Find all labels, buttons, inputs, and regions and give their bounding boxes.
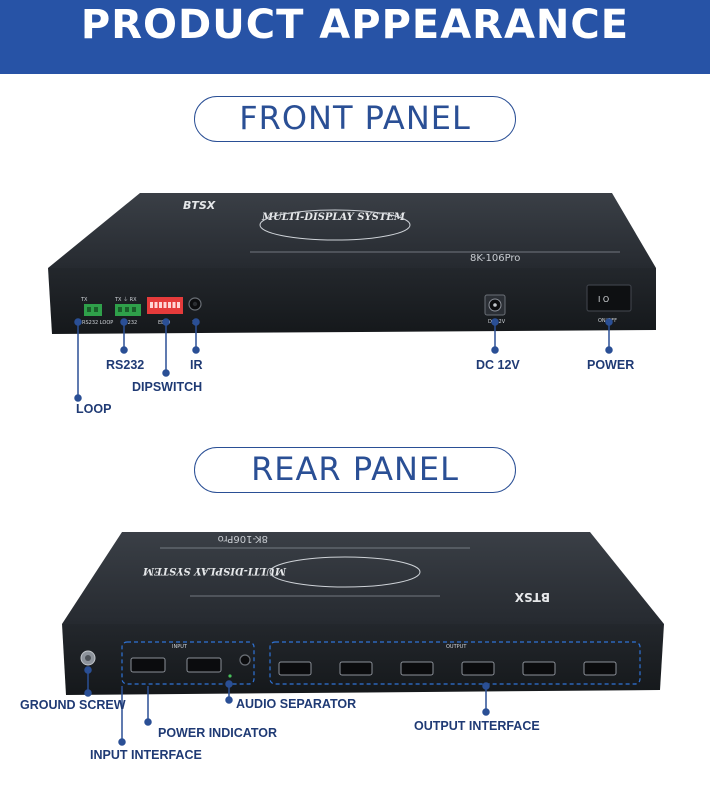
hdmi-output-2 (339, 661, 373, 676)
front-device: BTSX MULTI-DISPLAY SYSTEM 8K-106Pro TX R… (48, 193, 656, 334)
rs232-port-label: RS232 (121, 320, 137, 326)
callout-ir: IR (190, 358, 203, 372)
rear-device: 8K-106Pro MULTI-DISPLAY SYSTEM BTSX INPU… (62, 532, 664, 695)
svg-text:TX: TX (80, 297, 88, 303)
rear-panel-heading: REAR PANEL (194, 447, 516, 493)
callout-rs232: RS232 (106, 358, 145, 372)
rs232-loop-port-label: RS232 LOOP (82, 320, 113, 326)
input-group-label: INPUT (172, 644, 188, 650)
callout-loop: LOOP (76, 402, 112, 416)
power-switch (586, 284, 632, 312)
callout-power: POWER (587, 358, 635, 372)
front-logo-text: MULTI-DISPLAY SYSTEM (261, 212, 406, 223)
hdmi-output-5 (522, 661, 556, 676)
hdmi-output-6 (583, 661, 617, 676)
svg-text:I O: I O (598, 295, 609, 304)
front-device-face (48, 268, 656, 334)
callout-dc12v: DC 12V (476, 358, 520, 372)
callout-output-interface: OUTPUT INTERFACE (414, 719, 540, 733)
rear-device-top (62, 532, 664, 624)
front-device-top (48, 193, 656, 268)
power-indicator-led (228, 674, 232, 678)
front-model-text: 8K-106Pro (470, 253, 520, 264)
hdmi-input-2 (186, 657, 222, 673)
rs232-loop-terminal (84, 304, 102, 316)
svg-text:TX ⏚ RX: TX ⏚ RX (114, 296, 137, 303)
hdmi-output-1 (278, 661, 312, 676)
callout-input-interface: INPUT INTERFACE (90, 748, 202, 762)
callout-audio-separator: AUDIO SEPARATOR (236, 697, 357, 711)
rear-logo-text: MULTI-DISPLAY SYSTEM (142, 565, 287, 576)
rear-model-text: 8K-106Pro (218, 533, 268, 544)
hdmi-input-1 (130, 657, 166, 673)
front-panel-heading: FRONT PANEL (194, 96, 516, 142)
output-group-label: OUTPUT (446, 644, 467, 650)
callout-dipswitch: DIPSWITCH (132, 380, 203, 394)
audio-jack (239, 654, 251, 666)
callout-ground-screw: GROUND SCREW (20, 698, 126, 712)
hdmi-output-3 (400, 661, 434, 676)
banner-title: PRODUCT APPEARANCE (80, 2, 630, 48)
hdmi-output-4 (461, 661, 495, 676)
rear-brand-text: BTSX (514, 590, 550, 604)
callout-power-indicator: POWER INDICATOR (158, 726, 277, 740)
front-brand-text: BTSX (183, 199, 216, 212)
header-banner: PRODUCT APPEARANCE (0, 0, 710, 74)
